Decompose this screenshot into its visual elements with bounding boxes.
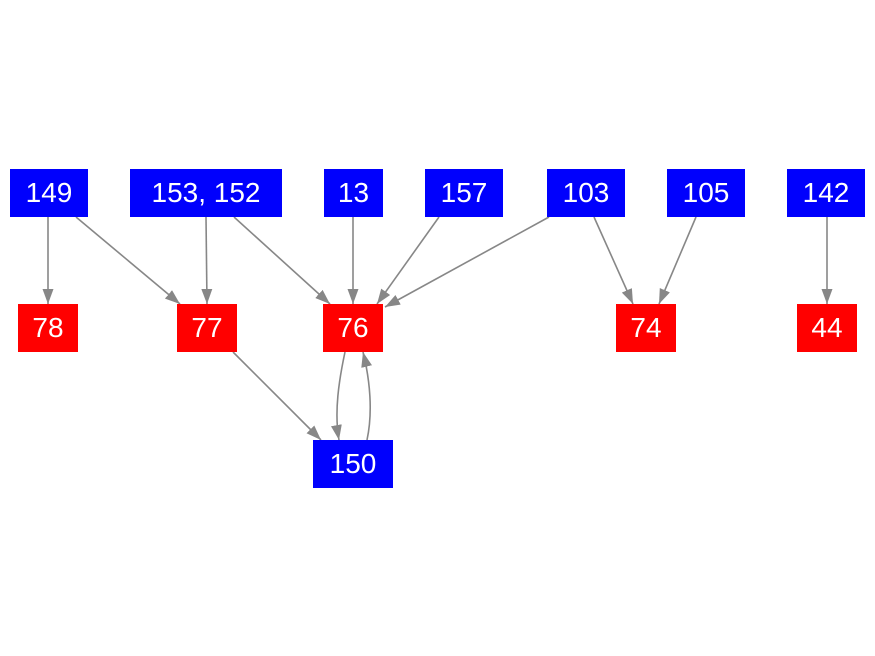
edge-153_152-77 xyxy=(201,216,213,305)
node-103: 103 xyxy=(547,169,625,217)
node-label: 76 xyxy=(337,312,369,343)
edge-103-74 xyxy=(593,216,634,305)
node-label: 150 xyxy=(329,448,377,479)
node-label: 149 xyxy=(25,177,73,208)
edge-103-76 xyxy=(384,216,550,308)
node-label: 74 xyxy=(630,312,662,343)
edge-76-150 xyxy=(330,351,346,441)
node-76: 76 xyxy=(323,304,383,352)
node-105: 105 xyxy=(667,169,745,217)
edge-77-150 xyxy=(232,351,322,441)
node-label: 142 xyxy=(802,177,850,208)
node-label: 103 xyxy=(562,177,610,208)
node-44: 44 xyxy=(797,304,857,352)
node-label: 157 xyxy=(440,177,488,208)
node-13: 13 xyxy=(324,169,383,217)
node-77: 77 xyxy=(177,304,237,352)
node-149: 149 xyxy=(10,169,88,217)
node-label: 105 xyxy=(682,177,730,208)
edge-157-76 xyxy=(376,216,440,305)
node-153_152: 153, 152 xyxy=(130,169,282,217)
node-150: 150 xyxy=(313,440,393,488)
node-label: 44 xyxy=(811,312,843,343)
edge-153_152-76 xyxy=(233,216,331,305)
node-label: 78 xyxy=(32,312,64,343)
edge-105-74 xyxy=(658,216,697,305)
edge-149-77 xyxy=(75,216,181,305)
node-142: 142 xyxy=(787,169,865,217)
node-74: 74 xyxy=(616,304,676,352)
node-label: 153, 152 xyxy=(151,177,261,208)
node-78: 78 xyxy=(18,304,78,352)
node-label: 77 xyxy=(191,312,223,343)
edge-150-76 xyxy=(361,351,372,441)
node-label: 13 xyxy=(337,177,370,208)
node-157: 157 xyxy=(425,169,503,217)
